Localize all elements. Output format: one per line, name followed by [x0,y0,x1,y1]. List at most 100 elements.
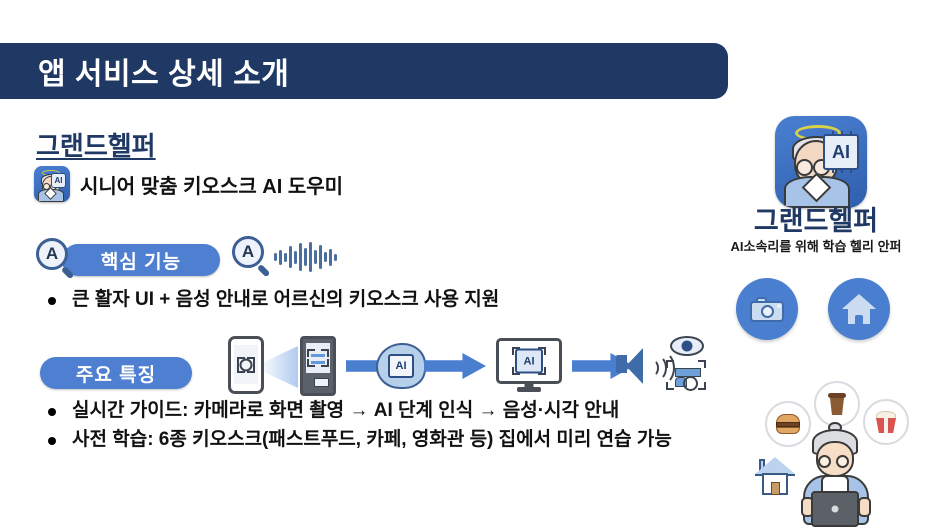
bullet-text: 큰 활자 UI + 음성 안내로 어르신의 키오스크 사용 지원 [72,289,500,310]
sound-wave-3 [649,351,675,385]
monitor-stand [517,387,541,392]
header-banner: 앱 서비스 상세 소개 [0,43,728,99]
magnifier-handle [60,265,75,280]
brand-name: 그랜드헬퍼 [753,206,879,236]
bubble-burger [765,401,811,447]
arrow-right-icon [424,353,486,379]
flow-step-kiosk [300,336,336,396]
person-glasses-left [818,455,831,468]
person-hand-right [858,497,871,517]
eye-icon [670,336,704,356]
house-icon [755,457,795,495]
magnifier-voice-icon: A [232,236,274,278]
page-title: 앱 서비스 상세 소개 [38,58,290,91]
app-name-heading: 그랜드헬퍼 [36,131,156,161]
kiosk-icon [300,336,336,396]
bubble-popcorn [863,399,909,445]
monitor-icon: AI [496,338,562,392]
eye-pupil [681,340,693,352]
coffee-cup-icon [828,393,846,415]
senior-person-figure [797,422,875,527]
flow-step-speaker [616,346,675,386]
light-beam-shape [264,346,298,388]
phone-screen [234,345,258,384]
magnifier-lens: A [36,238,68,270]
bullet-marker [48,437,56,445]
scan-frame-icon [237,356,255,373]
speaker-icon [616,346,675,386]
ai-chip-icon: AI [388,354,414,378]
burger-icon [776,414,800,434]
flow-step-ai-brain: AI [376,343,426,389]
kiosk-scan-frame-icon [307,349,329,367]
kiosk-screen [306,343,330,373]
popcorn-box [876,418,896,433]
camera-lens [761,304,774,318]
camera-icon [750,296,784,322]
camera-lens-icon [239,358,253,371]
phone-icon [228,336,264,394]
camera-flash [777,303,781,308]
bubble-coffee [814,381,860,427]
magnifier-voice-handle [256,263,271,278]
brand-tagline: AI소속리를 위해 학습 헬리 안퍼 [730,239,902,254]
section-badge-label: 주요 특징 [75,364,157,386]
house-door [771,482,780,495]
camera-hump [756,296,767,303]
section-badge-key-features: 주요 특징 [40,357,192,389]
home-icon [842,294,876,324]
eye-scan-group [666,336,710,392]
flow-step-monitor: AI [496,338,562,392]
audio-waveform-icon [274,240,346,274]
ai-chip-icon: AI [515,348,543,374]
magnifier-voice-lens: A [232,236,264,268]
coffee-lid [828,393,846,398]
bullet-item: 큰 활자 UI + 음성 안내로 어르신의 키오스크 사용 지원 [48,288,499,313]
kiosk-line-1 [311,354,325,357]
tablet-icon [811,491,859,527]
scan-card-icon [666,360,708,392]
brand-app-icon-wrap: AI [775,116,867,208]
home-button[interactable] [828,278,890,340]
monitor-screen: AI [496,338,562,384]
burger-patty [776,422,800,427]
process-flow-diagram: AI AI [228,334,706,398]
bullet-marker [48,408,56,416]
subtitle-row: AI 시니어 맞춤 키오스크 AI 도우미 [34,166,343,202]
bullet-marker [48,297,56,305]
flow-beam [264,346,298,388]
flow-arrow-2 [424,353,486,379]
speaker-base [616,355,627,373]
scan-card-frame [666,360,706,390]
home-door [855,315,863,324]
bullet-item: 실시간 가이드: 카메라로 화면 촬영 → AI 단계 인식 → 음성·시각 안… [48,399,619,424]
app-subtitle: 시니어 맞춤 키오스크 AI 도우미 [80,175,344,198]
ai-chip-icon: AI [51,173,66,188]
house-roof [755,457,795,476]
flow-step-eye-scan [666,336,710,392]
senior-tablet-illustration [745,381,925,527]
scan-card-magnifier [683,376,698,391]
coffee-cup-body [830,398,844,415]
flow-step-phone-camera [228,336,264,394]
magnifier-a-icon: A [36,238,78,280]
home-roof [842,294,876,309]
monitor-neck [524,382,534,388]
app-icon-small: AI [34,166,70,202]
section-badge-label: 핵심 기능 [100,251,182,273]
speaker-cone [626,348,643,384]
bullet-item: 사전 학습: 6종 키오스크(패스트푸드, 카페, 영화관 등) 집에서 미리 … [48,428,672,453]
ai-chip-icon: AI [823,131,859,173]
bullet-text: 사전 학습: 6종 키오스크(패스트푸드, 카페, 영화관 등) 집에서 미리 … [72,429,672,450]
app-icon-large: AI [775,116,867,208]
monitor-scan-frame-icon [512,347,546,375]
ai-brain-icon: AI [376,343,426,389]
popcorn-icon [875,411,897,433]
section-badge-core-features: 핵심 기능 [62,244,220,276]
bullet-text: 실시간 가이드: 카메라로 화면 촬영 → AI 단계 인식 → 음성·시각 안… [72,400,620,421]
senior-glasses-left [796,159,813,176]
camera-button[interactable] [736,278,798,340]
person-glasses-right [836,455,849,468]
kiosk-line-2 [311,361,325,364]
kiosk-card-slot [314,378,329,387]
